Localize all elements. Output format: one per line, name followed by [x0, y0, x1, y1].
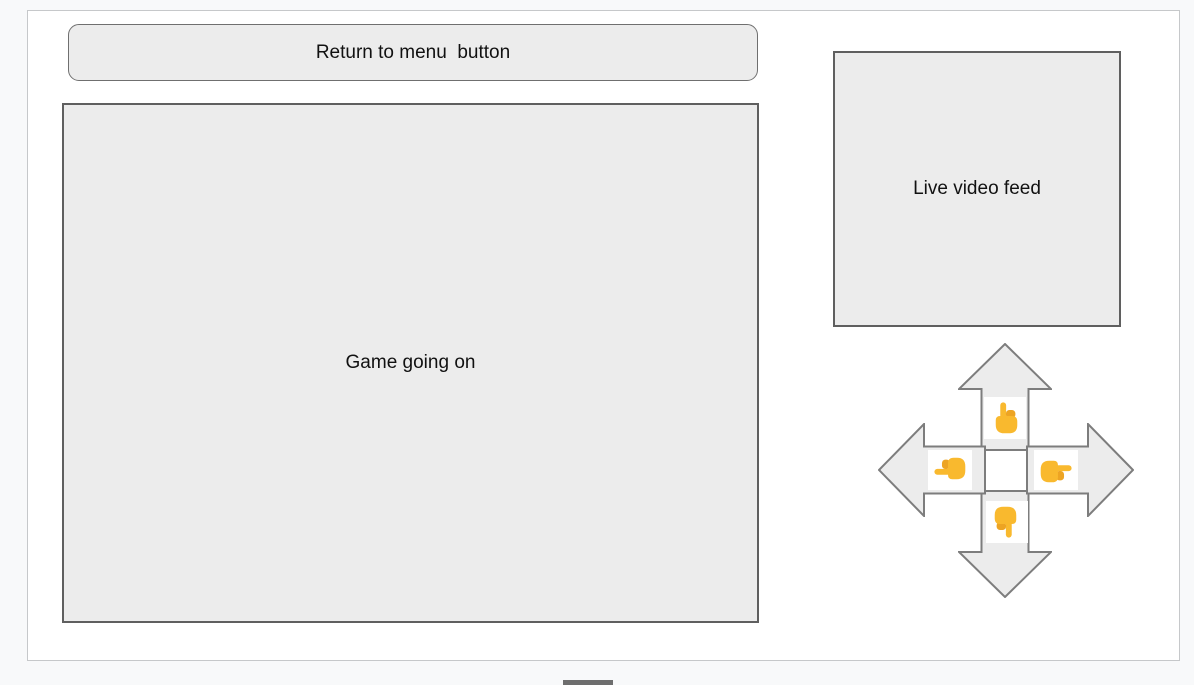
- dpad-down-button[interactable]: [958, 490, 1052, 598]
- point-up-icon: [984, 397, 1026, 439]
- down-arrow-shape: [958, 490, 1052, 598]
- right-arrow-shape: [1026, 423, 1134, 517]
- offscreen-box-edge: [563, 680, 613, 685]
- live-video-feed: Live video feed: [833, 51, 1121, 327]
- point-down-icon: [986, 501, 1028, 543]
- dpad-left-button[interactable]: [878, 423, 986, 517]
- dpad-up-button[interactable]: [958, 343, 1052, 451]
- return-to-menu-label: Return to menu button: [315, 41, 511, 63]
- return-to-menu-button[interactable]: Return to menu button: [68, 24, 758, 81]
- dpad-right-button[interactable]: [1026, 423, 1134, 517]
- point-right-icon: [1034, 450, 1078, 490]
- live-video-feed-label: Live video feed: [913, 178, 1041, 199]
- game-area[interactable]: Game going on: [62, 103, 759, 623]
- main-panel: Return to menu button Game going on Live…: [27, 10, 1180, 661]
- point-left-icon: [928, 450, 972, 490]
- game-area-label: Game going on: [345, 352, 476, 373]
- dpad-controls: [848, 341, 1136, 611]
